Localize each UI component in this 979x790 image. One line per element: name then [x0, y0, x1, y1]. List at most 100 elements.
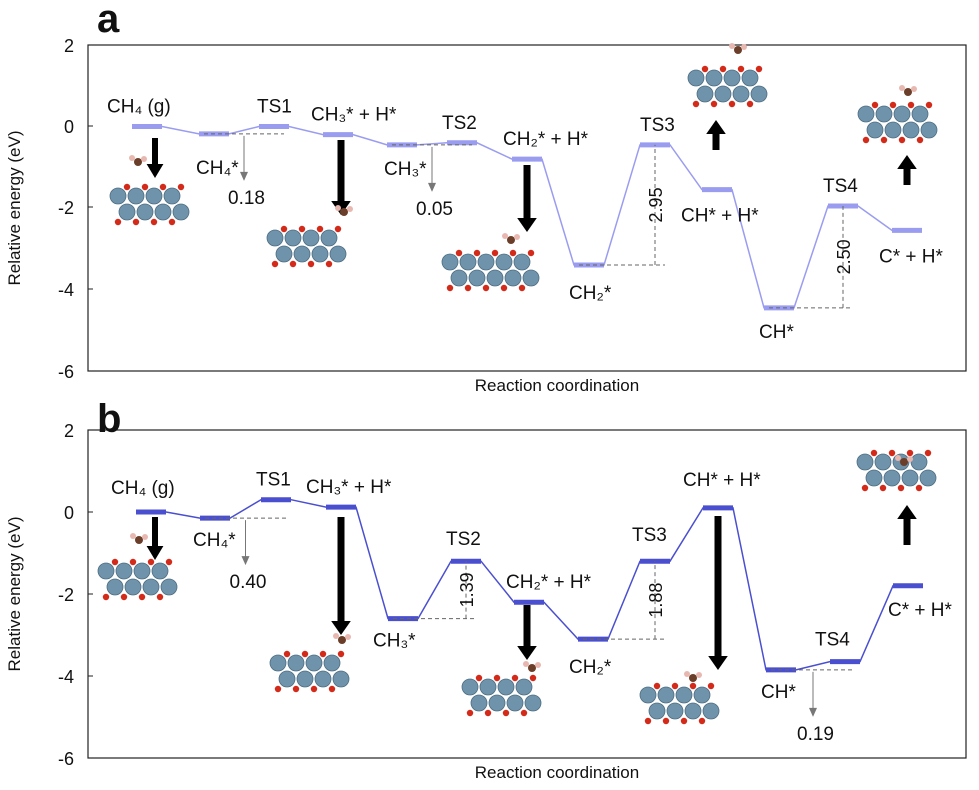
- state-label: CH₂*: [569, 283, 612, 304]
- barrier-value: 1.88: [646, 583, 666, 618]
- metal-atom: [513, 253, 531, 271]
- oxygen-atom: [710, 100, 718, 108]
- state-label: CH* + H*: [681, 206, 759, 227]
- metal-atom: [151, 562, 169, 580]
- hydrogen-atom: [911, 86, 917, 92]
- adsorbate-molecule: [523, 661, 541, 672]
- metal-atom: [109, 187, 127, 205]
- adsorbate-molecule: [729, 43, 747, 54]
- hydrogen-atom: [335, 205, 341, 211]
- surface-structure-image: [109, 183, 190, 226]
- surface-structure-image: [269, 650, 350, 693]
- metal-atom: [450, 269, 468, 287]
- metal-atom: [275, 245, 293, 263]
- y-tick-label: -6: [58, 749, 74, 769]
- step-arrow: [331, 140, 351, 215]
- oxygen-atom: [114, 218, 122, 226]
- oxygen-atom: [464, 284, 472, 292]
- hydrogen-atom: [907, 456, 913, 462]
- metal-atom: [702, 702, 720, 720]
- metal-atom: [911, 105, 929, 123]
- metal-atom: [305, 654, 323, 672]
- surface-structure-image: [97, 558, 178, 601]
- metal-atom: [693, 686, 711, 704]
- arrow-head: [897, 505, 917, 519]
- metal-atom: [504, 269, 522, 287]
- surface-structure-image: [266, 225, 347, 268]
- oxygen-atom: [292, 685, 300, 693]
- state-label: CH₂* + H*: [503, 129, 589, 150]
- metal-atom: [857, 105, 875, 123]
- barrier-value: 0.05: [416, 199, 453, 220]
- oxygen-atom: [746, 100, 754, 108]
- metal-atom: [920, 121, 938, 139]
- oxygen-atom: [662, 717, 670, 725]
- arrow-shaft: [714, 516, 722, 656]
- oxygen-atom: [861, 484, 869, 492]
- step-arrow: [146, 138, 164, 178]
- oxygen-atom: [511, 674, 519, 682]
- arrow-head: [897, 155, 917, 169]
- oxygen-atom: [102, 593, 110, 601]
- adsorbate-molecule: [333, 633, 351, 644]
- surface-structure-image: [687, 65, 768, 108]
- oxygen-atom: [671, 682, 679, 690]
- state-label: C* + H*: [888, 600, 952, 621]
- state-label: TS1: [256, 470, 291, 491]
- arrow-head: [331, 621, 351, 635]
- arrow-head: [706, 120, 726, 134]
- metal-atom: [468, 269, 486, 287]
- metal-atom: [269, 654, 287, 672]
- carbon-atom: [507, 236, 515, 244]
- metal-atom: [115, 562, 133, 580]
- arrow-shaft: [523, 605, 531, 646]
- oxygen-atom: [283, 650, 291, 658]
- metal-atom: [302, 229, 320, 247]
- metal-atom: [329, 245, 347, 263]
- metal-atom: [136, 203, 154, 221]
- oxygen-atom: [862, 136, 870, 144]
- carbon-atom: [528, 664, 536, 672]
- oxygen-atom: [897, 484, 905, 492]
- oxygen-atom: [446, 284, 454, 292]
- oxygen-atom: [879, 484, 887, 492]
- barrier-value: 0.18: [228, 188, 265, 209]
- metal-atom: [154, 203, 172, 221]
- y-tick-label: -2: [58, 585, 74, 605]
- carbon-atom: [734, 46, 742, 54]
- metal-atom: [163, 187, 181, 205]
- hydrogen-atom: [514, 234, 520, 240]
- oxygen-atom: [150, 218, 158, 226]
- oxygen-atom: [466, 709, 474, 717]
- metal-atom: [639, 686, 657, 704]
- arrow-shaft: [152, 517, 158, 546]
- hydrogen-atom: [696, 672, 702, 678]
- oxygen-atom: [906, 449, 914, 457]
- arrow-head: [146, 164, 164, 178]
- oxygen-atom: [529, 674, 537, 682]
- state-label: TS2: [442, 113, 477, 134]
- metal-atom: [732, 85, 750, 103]
- metal-atom: [461, 678, 479, 696]
- oxygen-atom: [701, 65, 709, 73]
- metal-atom: [284, 229, 302, 247]
- oxygen-atom: [698, 717, 706, 725]
- y-tick-label: 0: [64, 503, 74, 523]
- metal-atom: [902, 121, 920, 139]
- carbon-atom: [338, 636, 346, 644]
- oxygen-atom: [141, 183, 149, 191]
- oxygen-atom: [888, 449, 896, 457]
- oxygen-atom: [473, 249, 481, 257]
- hydrogen-atom: [345, 634, 351, 640]
- state-label: CH*: [761, 682, 796, 703]
- metal-atom: [106, 578, 124, 596]
- oxygen-atom: [165, 558, 173, 566]
- metal-atom: [296, 670, 314, 688]
- y-tick-label: 2: [64, 421, 74, 441]
- hydrogen-atom: [523, 661, 529, 667]
- metal-atom: [696, 85, 714, 103]
- state-label: CH₃* + H*: [306, 477, 392, 498]
- state-label: CH₃* + H*: [311, 105, 397, 126]
- oxygen-atom: [156, 593, 164, 601]
